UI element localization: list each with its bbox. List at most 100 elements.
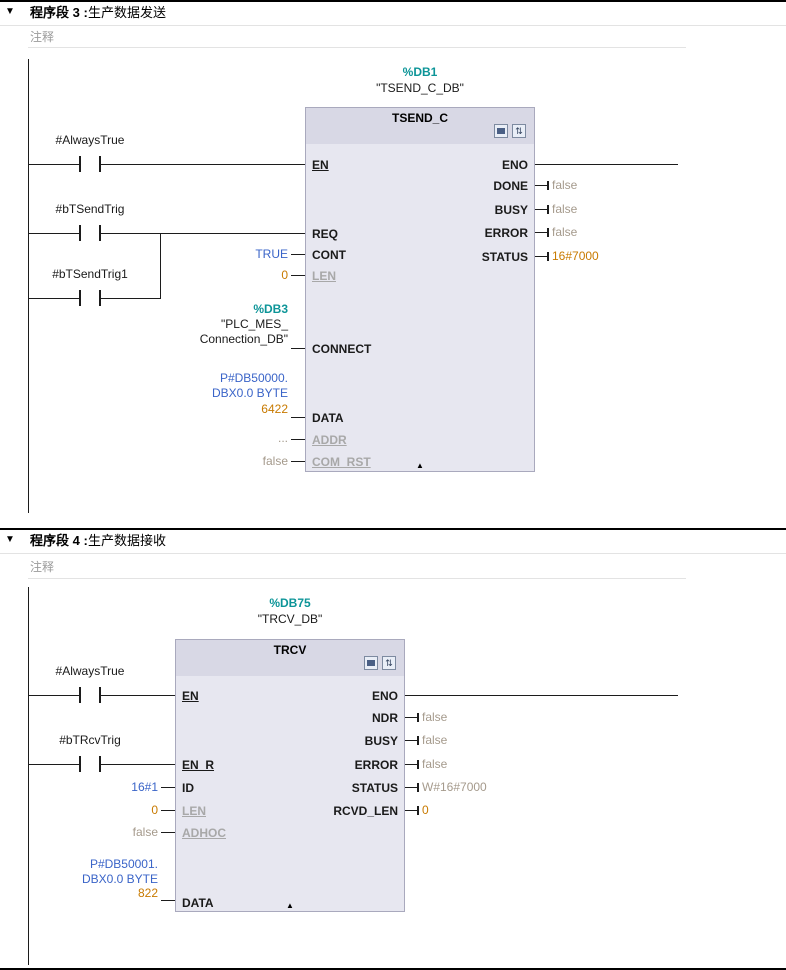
pin-stub bbox=[535, 185, 547, 186]
output-error-value[interactable]: false bbox=[552, 225, 578, 239]
output-rcvd-len-value[interactable]: 0 bbox=[422, 803, 429, 817]
pin-stub bbox=[161, 810, 175, 811]
output-busy-value[interactable]: false bbox=[422, 733, 448, 747]
snapshot-icon-glyph bbox=[497, 128, 505, 134]
instance-db-name[interactable]: "TSEND_C_DB" bbox=[376, 81, 464, 95]
contact-label[interactable]: #AlwaysTrue bbox=[55, 664, 125, 678]
contact-bar[interactable] bbox=[99, 290, 101, 306]
contact-bar[interactable] bbox=[79, 756, 81, 772]
pin-en-r: EN_R bbox=[182, 758, 215, 772]
operand-data-3[interactable]: 6422 bbox=[261, 402, 288, 416]
power-rail bbox=[28, 59, 29, 513]
operand-data-2[interactable]: DBX0.0 BYTE bbox=[211, 386, 288, 400]
network-3-comment[interactable]: 注释 bbox=[30, 30, 55, 44]
pin-stub bbox=[405, 717, 417, 718]
pin-len: LEN bbox=[312, 269, 336, 283]
comment-separator bbox=[28, 578, 686, 579]
instance-db[interactable]: %DB1 bbox=[402, 65, 438, 79]
pin-stub bbox=[405, 787, 417, 788]
operand-cont[interactable]: TRUE bbox=[255, 247, 288, 261]
pin-stub bbox=[291, 275, 305, 276]
snapshot-icon[interactable] bbox=[494, 124, 508, 138]
contact-bar[interactable] bbox=[99, 756, 101, 772]
wire bbox=[101, 164, 305, 165]
expand-toggle-icon[interactable]: ⇅ bbox=[382, 656, 396, 670]
pin-rcvd-len: RCVD_LEN bbox=[333, 804, 398, 818]
header-separator bbox=[0, 553, 786, 554]
network-4-comment[interactable]: 注释 bbox=[30, 560, 55, 574]
pin-tick bbox=[417, 736, 419, 745]
network-3-collapse-icon[interactable]: ▼ bbox=[5, 6, 15, 17]
block-collapse-icon[interactable]: ▲ bbox=[416, 461, 424, 470]
trcv-block[interactable]: TRCV ⇅ EN EN_R ID LEN ADHOC DATA ENO NDR… bbox=[175, 639, 405, 912]
operand-data-1[interactable]: P#DB50000. bbox=[219, 371, 288, 385]
block-collapse-icon[interactable]: ▲ bbox=[286, 901, 294, 910]
pin-req: REQ bbox=[312, 227, 339, 241]
contact-label[interactable]: #bTRcvTrig bbox=[59, 733, 121, 747]
operand-data-1[interactable]: P#DB50001. bbox=[89, 857, 158, 871]
operand-data-3[interactable]: 822 bbox=[137, 886, 158, 900]
operand-addr[interactable]: ... bbox=[277, 431, 288, 445]
pin-connect: CONNECT bbox=[312, 342, 372, 356]
pin-en: EN bbox=[182, 689, 199, 703]
output-ndr-value[interactable]: false bbox=[422, 710, 448, 724]
pin-tick bbox=[547, 205, 549, 214]
network-4: ▼ 程序段 4 : 生产数据接收 注释 %DB75 "TRCV_DB" #Alw… bbox=[0, 528, 786, 970]
pin-len: LEN bbox=[182, 804, 206, 818]
eno-wire bbox=[405, 695, 678, 696]
pin-status: STATUS bbox=[351, 781, 398, 795]
contact-label[interactable]: #bTSendTrig1 bbox=[52, 267, 128, 281]
operand-com-rst[interactable]: false bbox=[262, 454, 288, 468]
output-status-value[interactable]: 16#7000 bbox=[552, 249, 599, 263]
pin-com-rst: COM_RST bbox=[312, 455, 371, 469]
pin-stub bbox=[405, 764, 417, 765]
operand-connect-name-1[interactable]: "PLC_MES_ bbox=[221, 317, 288, 331]
network-4-collapse-icon[interactable]: ▼ bbox=[5, 534, 15, 545]
operand-connect-db[interactable]: %DB3 bbox=[253, 302, 288, 316]
contact-bar[interactable] bbox=[79, 290, 81, 306]
pin-busy: BUSY bbox=[494, 203, 528, 217]
pin-stub bbox=[291, 461, 305, 462]
contact-bar[interactable] bbox=[79, 225, 81, 241]
operand-data-2[interactable]: DBX0.0 BYTE bbox=[81, 872, 158, 886]
contact-label[interactable]: #bTSendTrig bbox=[55, 202, 125, 216]
pin-stub bbox=[291, 417, 305, 418]
instance-db[interactable]: %DB75 bbox=[269, 596, 311, 610]
wire bbox=[101, 764, 175, 765]
contact-bar[interactable] bbox=[79, 156, 81, 172]
contact-label[interactable]: #AlwaysTrue bbox=[55, 133, 125, 147]
network-3-title: 程序段 3 : bbox=[30, 5, 88, 20]
operand-connect-name-2[interactable]: Connection_DB" bbox=[199, 332, 288, 346]
pin-cont: CONT bbox=[312, 248, 346, 262]
wire bbox=[28, 233, 79, 234]
pin-en: EN bbox=[312, 158, 329, 172]
comment-separator bbox=[28, 47, 686, 48]
block-title: TSEND_C bbox=[391, 111, 448, 125]
network-3-subtitle[interactable]: 生产数据发送 bbox=[88, 5, 167, 20]
operand-len[interactable]: 0 bbox=[281, 268, 288, 282]
network-4-subtitle[interactable]: 生产数据接收 bbox=[88, 533, 167, 548]
wire bbox=[28, 764, 79, 765]
operand-id[interactable]: 16#1 bbox=[131, 780, 158, 794]
output-status-value[interactable]: W#16#7000 bbox=[422, 780, 487, 794]
operand-len[interactable]: 0 bbox=[151, 803, 158, 817]
pin-stub bbox=[161, 787, 175, 788]
snapshot-icon[interactable] bbox=[364, 656, 378, 670]
contact-bar[interactable] bbox=[99, 156, 101, 172]
wire bbox=[101, 298, 161, 299]
pin-tick bbox=[417, 760, 419, 769]
output-busy-value[interactable]: false bbox=[552, 202, 578, 216]
tsend-c-block[interactable]: TSEND_C ⇅ EN REQ CONT LEN CONNECT DATA A… bbox=[305, 107, 535, 472]
pin-eno: ENO bbox=[371, 689, 398, 703]
contact-bar[interactable] bbox=[79, 687, 81, 703]
output-error-value[interactable]: false bbox=[422, 757, 448, 771]
pin-stub bbox=[535, 256, 547, 257]
expand-toggle-icon[interactable]: ⇅ bbox=[512, 124, 526, 138]
output-done-value[interactable]: false bbox=[552, 178, 578, 192]
contact-bar[interactable] bbox=[99, 225, 101, 241]
operand-adhoc[interactable]: false bbox=[132, 825, 158, 839]
instance-db-name[interactable]: "TRCV_DB" bbox=[257, 612, 323, 626]
contact-bar[interactable] bbox=[99, 687, 101, 703]
pin-stub bbox=[405, 810, 417, 811]
